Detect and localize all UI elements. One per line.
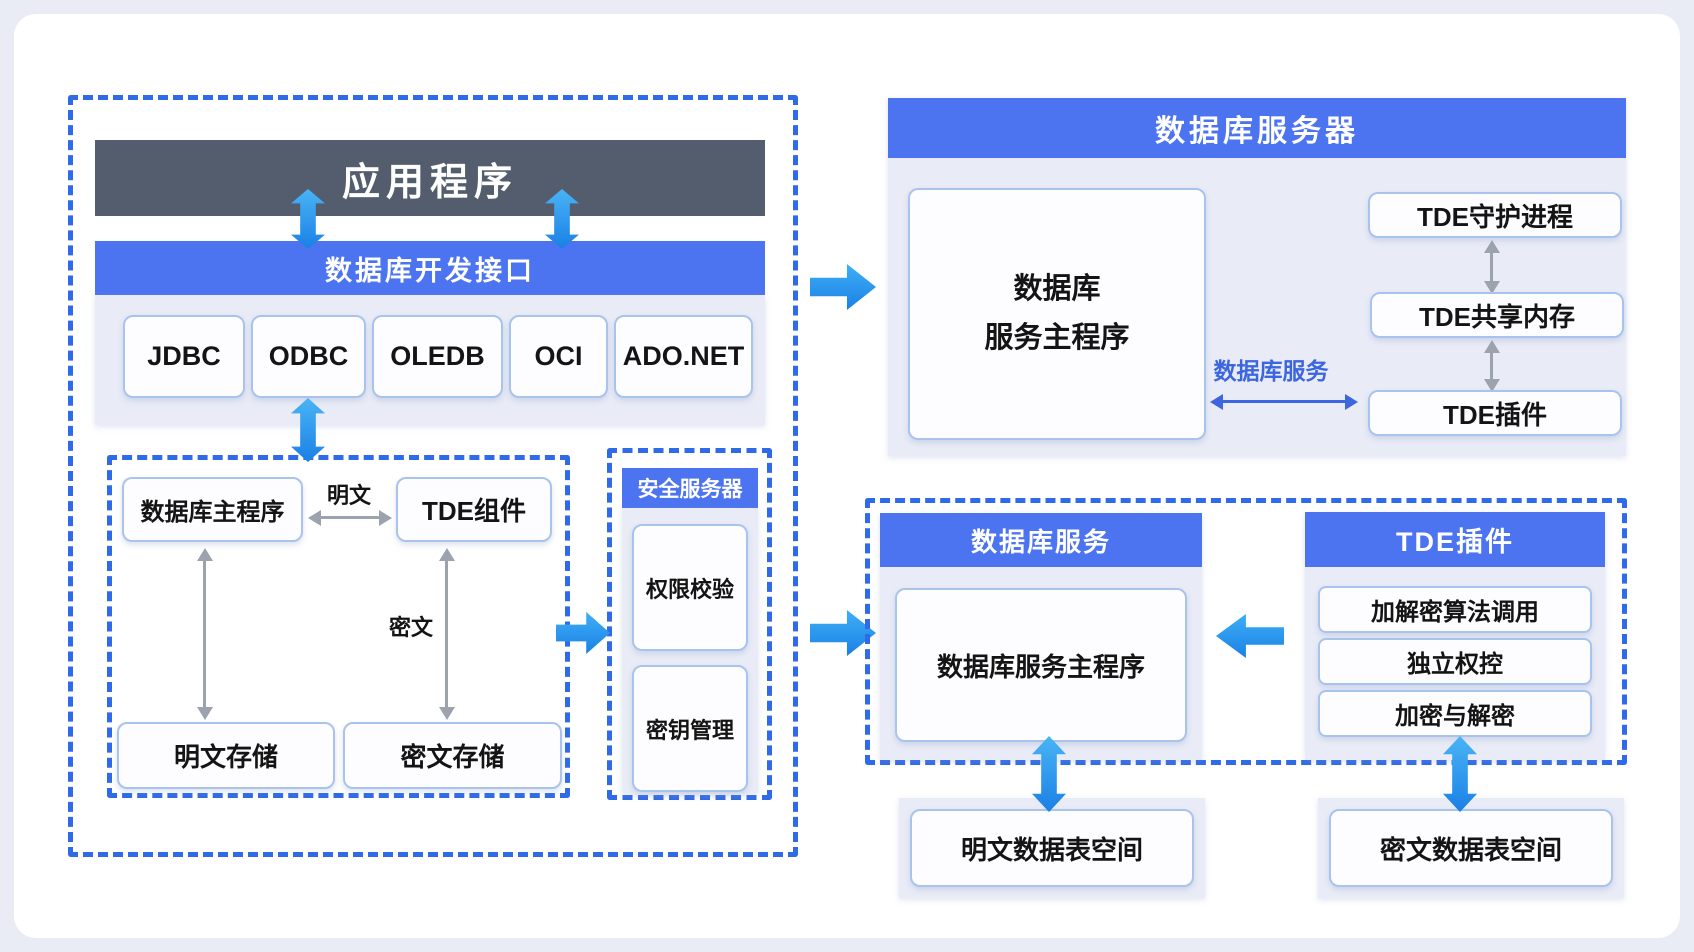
plugin-item-encrypt-decrypt: 加密与解密 (1318, 690, 1592, 737)
db-service-main-program-line1: 数据库 (1013, 272, 1101, 305)
up-down-arrow-icon (203, 560, 206, 708)
plaintext-tablespace-panel: 明文数据表空间 (899, 798, 1205, 898)
tde-component-box: TDE组件 (396, 477, 552, 542)
api-box-odbc: ODBC (251, 315, 366, 398)
db-service-main-program-box: 数据库 服务主程序 (908, 188, 1206, 440)
tde-plugin-header: TDE插件 (1305, 512, 1605, 567)
ciphertext-tablespace-panel: 密文数据表空间 (1318, 798, 1624, 898)
db-service-title: 数据库服务 (970, 526, 1111, 557)
db-service-header: 数据库服务 (880, 513, 1202, 567)
permission-check-box: 权限校验 (632, 524, 748, 651)
db-server-title: 数据库服务器 (1155, 115, 1359, 148)
ciphertext-storage-box: 密文存储 (343, 722, 562, 789)
db-service-main-box: 数据库服务主程序 (895, 588, 1187, 742)
db-service-arrow-label: 数据库服务 (1213, 358, 1329, 384)
plugin-item-access-control: 独立权控 (1318, 638, 1592, 685)
key-management-box: 密钥管理 (632, 665, 748, 792)
dev-interface-bar: 数据库开发接口 (95, 241, 765, 295)
application-bar: 应用程序 (95, 140, 765, 216)
service-group (865, 498, 1627, 765)
tde-daemon-box: TDE守护进程 (1368, 192, 1622, 238)
security-server-title: 安全服务器 (637, 478, 743, 501)
plaintext-flow-label: 明文 (326, 483, 371, 508)
plaintext-tablespace-box: 明文数据表空间 (910, 809, 1194, 887)
left-right-arrow-icon (1222, 400, 1346, 403)
application-host-group (68, 95, 798, 857)
api-box-oci: OCI (509, 315, 608, 398)
dev-interface-label: 数据库开发接口 (325, 255, 535, 286)
left-right-arrow-icon (320, 516, 380, 519)
plaintext-storage-box: 明文存储 (117, 722, 335, 789)
db-main-program-box: 数据库主程序 (122, 477, 303, 542)
ciphertext-flow-label: 密文 (388, 615, 433, 640)
plugin-item-crypto-call: 加解密算法调用 (1318, 586, 1592, 633)
up-down-arrow-icon (445, 560, 448, 708)
tde-shared-memory-box: TDE共享内存 (1370, 292, 1624, 338)
application-bar-label: 应用程序 (341, 161, 518, 204)
security-server-header: 安全服务器 (622, 468, 758, 508)
api-box-oledb: OLEDB (372, 315, 503, 398)
api-box-adonet: ADO.NET (614, 315, 753, 398)
db-server-header: 数据库服务器 (888, 98, 1626, 158)
tde-plugin-box: TDE插件 (1368, 390, 1622, 436)
up-down-arrow-icon (1490, 252, 1493, 282)
ciphertext-tablespace-box: 密文数据表空间 (1329, 809, 1613, 887)
tde-plugin-title: TDE插件 (1396, 527, 1514, 557)
up-down-arrow-icon (1490, 352, 1493, 380)
db-service-main-program-line2: 服务主程序 (984, 322, 1130, 354)
api-box-jdbc: JDBC (123, 315, 245, 398)
security-server-group (607, 448, 772, 800)
